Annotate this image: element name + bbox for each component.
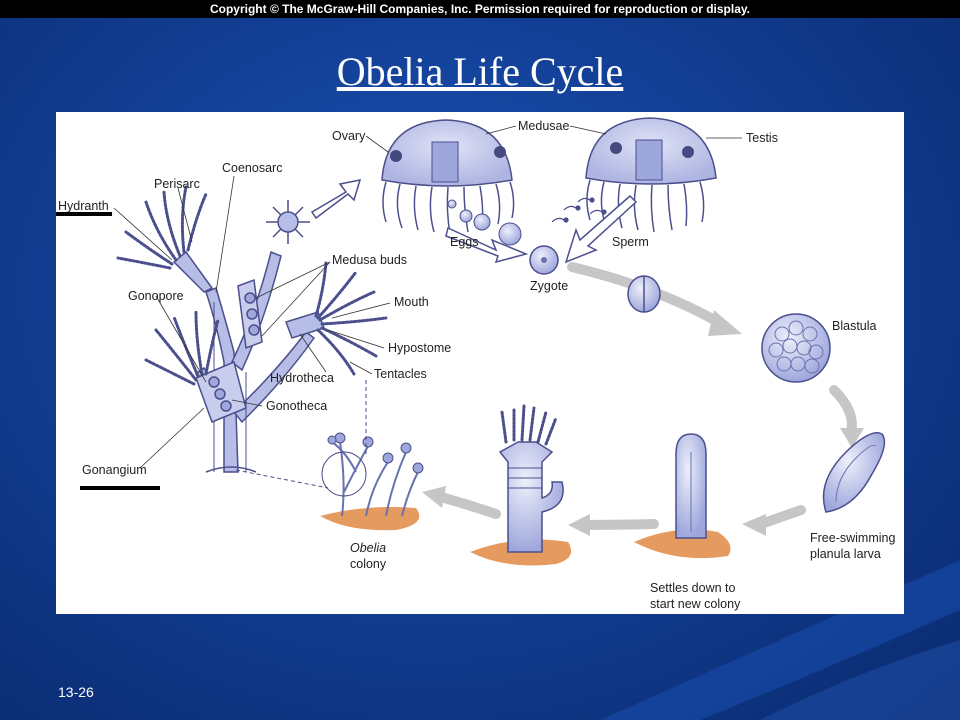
blastula [761,313,831,383]
hydranth-tentacles [116,185,388,386]
settled-larva [634,433,731,559]
cleavage-stage [627,275,661,313]
label-hydranth: Hydranth [58,199,109,213]
label-gonangium: Gonangium [82,463,147,477]
label-coenosarc: Coenosarc [222,161,282,175]
label-gonopore: Gonopore [128,289,184,303]
label-gonotheca: Gonotheca [266,399,327,413]
to-medusae-arrow [310,179,362,220]
label-planula-larva: planula larva [810,547,881,561]
copyright-bar: Copyright © The McGraw-Hill Companies, I… [0,0,960,18]
medusa-female [381,119,515,235]
slide-number: 13-26 [58,684,94,700]
label-settles-line1: Settles down to [650,581,736,595]
label-testis: Testis [746,131,778,145]
medusa-male [585,117,717,233]
eggs-arrow [445,226,529,264]
sperm-arrow [564,194,638,264]
label-blastula: Blastula [832,319,877,333]
leader-lines [113,125,742,469]
sperm-cells [551,197,607,223]
label-perisarc: Perisarc [154,177,200,191]
label-hypostome: Hypostome [388,341,451,355]
label-mouth: Mouth [394,295,429,309]
obelia-colony [320,432,424,531]
label-settles-line2: start new colony [650,597,741,611]
released-medusa [266,200,310,244]
label-eggs: Eggs [450,235,479,249]
label-medusae: Medusae [518,119,569,133]
magnification-lines [235,380,367,489]
label-obelia: Obelia [350,541,386,555]
cycle-arrowheads [422,310,864,536]
planula-larva [822,432,886,513]
label-sperm: Sperm [612,235,649,249]
label-tentacles: Tentacles [374,367,427,381]
label-colony: colony [350,557,387,571]
hydroid-colony [172,250,325,473]
label-hydrotheca: Hydrotheca [270,371,334,385]
label-zygote: Zygote [530,279,568,293]
label-medusa-buds: Medusa buds [332,253,407,267]
eggs [447,199,522,246]
young-polyp [470,404,572,566]
life-cycle-figure: Ovary Medusae Testis Perisarc Coenosarc … [56,112,904,614]
slide-title: Obelia Life Cycle [336,49,624,94]
label-ovary: Ovary [332,129,366,143]
label-free-swimming: Free-swimming [810,531,895,545]
